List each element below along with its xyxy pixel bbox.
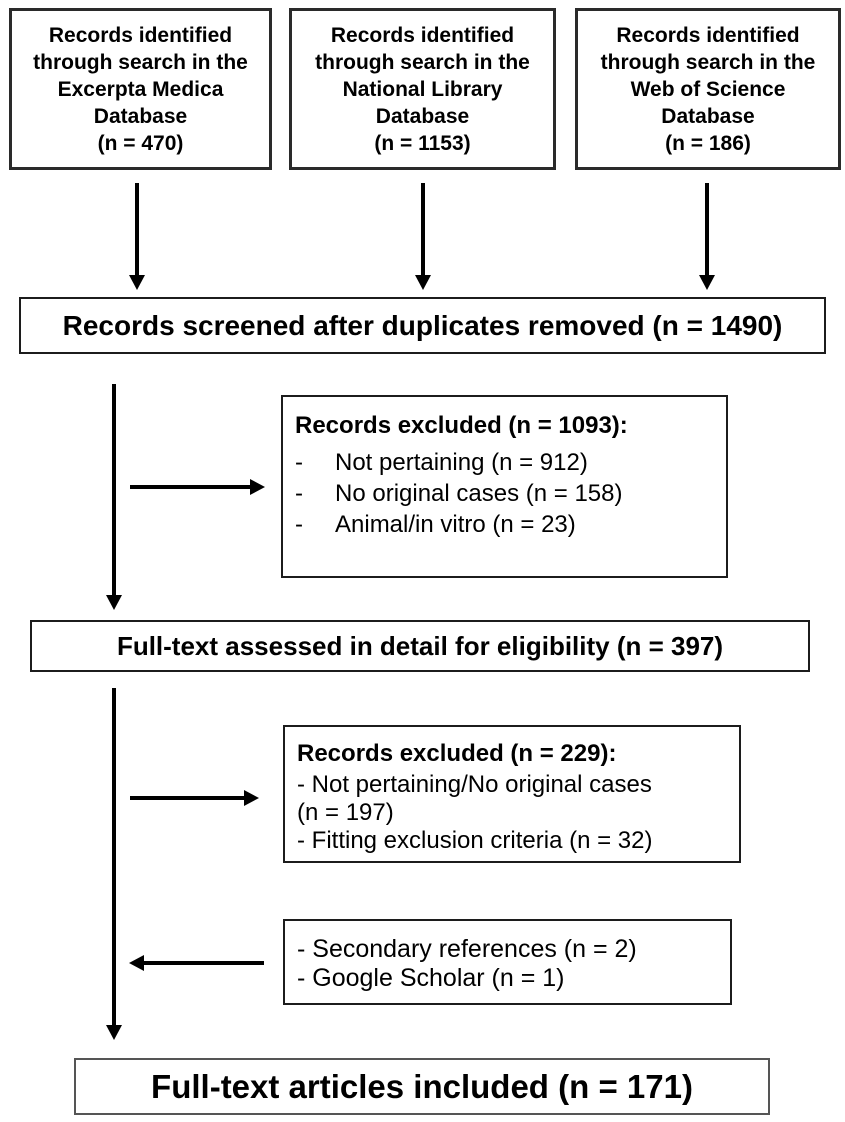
bullet-dash: -: [295, 449, 303, 476]
source-line: Database: [661, 104, 755, 128]
excluded-line: (n = 197): [297, 799, 394, 826]
excluded-item: - Animal/in vitro (n = 23): [295, 509, 712, 540]
fulltext-included-box: Full-text articles included (n = 171): [74, 1058, 770, 1115]
fulltext-assessed-label: Full-text assessed in detail for eligibi…: [116, 630, 724, 661]
source-line: through search in the: [33, 50, 248, 74]
source-line: Excerpta Medica: [57, 77, 224, 101]
bullet-dash: -: [295, 511, 303, 538]
source-line: Records identified: [48, 23, 233, 47]
fulltext-assessed-box: Full-text assessed in detail for eligibi…: [30, 620, 810, 672]
source-line: Records identified: [616, 23, 800, 47]
excluded-line: - Fitting exclusion criteria (n = 32): [297, 827, 653, 854]
arrow-to-excluded-229: [130, 790, 259, 806]
records-screened-label: Records screened after duplicates remove…: [62, 309, 783, 341]
source-count: (n = 186): [665, 131, 751, 155]
excluded-item: - No original cases (n = 158): [295, 478, 712, 509]
arrow-additions-to-flow: [129, 955, 264, 971]
excluded-item: - Not pertaining (n = 912): [295, 447, 712, 478]
addition-line: - Secondary references (n = 2): [297, 935, 637, 963]
bullet-dash: -: [295, 480, 303, 507]
source-box-excerpta-medica: Records identified through search in the…: [9, 8, 272, 170]
source-line: National Library: [342, 77, 503, 101]
fulltext-included-label: Full-text articles included (n = 171): [151, 1067, 693, 1105]
source-line: Records identified: [330, 23, 515, 47]
records-excluded-1093-box: Records excluded (n = 1093): - Not perta…: [281, 395, 728, 578]
source-line: Database: [375, 104, 470, 128]
addition-line: - Google Scholar (n = 1): [297, 964, 565, 992]
arrow-source3-to-screened: [699, 183, 715, 290]
source-line: Database: [93, 104, 188, 128]
excluded-line: - Not pertaining/No original cases: [297, 771, 652, 798]
source-line: through search in the: [600, 50, 816, 74]
source-count: (n = 1153): [374, 131, 471, 155]
arrow-screened-to-fulltext: [106, 384, 122, 610]
source-box-web-of-science: Records identified through search in the…: [575, 8, 841, 170]
arrow-to-excluded-1093: [130, 479, 265, 495]
arrow-source2-to-screened: [415, 183, 431, 290]
source-box-national-library: Records identified through search in the…: [289, 8, 556, 170]
additional-records-box: - Secondary references (n = 2) - Google …: [283, 919, 732, 1005]
source-line: Web of Science: [630, 77, 786, 101]
excluded-item-text: Not pertaining (n = 912): [335, 449, 588, 476]
excluded-item-text: Animal/in vitro (n = 23): [335, 511, 576, 538]
excluded-item-text: No original cases (n = 158): [335, 480, 623, 507]
arrow-fulltext-to-included: [106, 688, 122, 1040]
arrow-source1-to-screened: [129, 183, 145, 290]
records-excluded-229-box: Records excluded (n = 229): - Not pertai…: [283, 725, 741, 863]
source-count: (n = 470): [97, 131, 184, 155]
excluded-heading: Records excluded (n = 1093):: [295, 412, 628, 439]
source-line: through search in the: [315, 50, 530, 74]
records-screened-box: Records screened after duplicates remove…: [19, 297, 826, 354]
excluded-heading: Records excluded (n = 229):: [297, 740, 617, 767]
